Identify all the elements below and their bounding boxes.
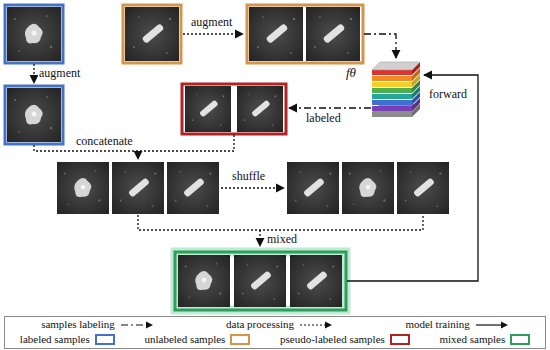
legend-text: pseudo-labeled samples: [280, 333, 385, 345]
layer: [372, 62, 420, 70]
merge-line: [138, 215, 423, 230]
legend-text: mixed samples: [439, 333, 505, 345]
unlabeled-frame: [123, 5, 181, 63]
sample-image: [342, 162, 394, 214]
sample-image: [178, 255, 230, 307]
sample-image: [397, 162, 449, 214]
sample-image: [7, 88, 61, 142]
legend-row: labeled samples unlabeled samples pseudo-l…: [5, 332, 545, 347]
sample-image: [290, 255, 342, 307]
model-label: fθ: [346, 66, 356, 80]
legend-text: data processing: [226, 318, 294, 330]
legend-swatch: [95, 334, 115, 345]
merge-line: [34, 135, 234, 151]
legend-line: [121, 324, 147, 325]
sample-image: [167, 162, 219, 214]
flow-label: forward: [428, 88, 468, 101]
layer: [372, 94, 412, 99]
flow-label: augment: [190, 16, 233, 29]
labeling-arrow: [364, 34, 396, 58]
labeled-frame: [5, 86, 63, 144]
sample-image: [306, 7, 360, 61]
legend-item: unlabeled samples: [144, 333, 250, 345]
legend-arrowhead: [146, 321, 153, 328]
legend-item: samples labeling: [41, 318, 154, 330]
flow-label: mixed: [266, 233, 298, 246]
legend-line: [476, 324, 502, 325]
sample-image: [287, 162, 339, 214]
legend-arrowhead: [501, 321, 508, 328]
layer: [372, 82, 412, 87]
flow-label: labeled: [305, 112, 342, 125]
process-arrow: [137, 151, 138, 159]
legend-text: samples labeling: [41, 318, 115, 330]
process-arrow: [33, 64, 34, 83]
flow-label: shuffle: [231, 170, 266, 183]
labeled-frame: [5, 5, 63, 63]
legend-item: model training: [405, 318, 508, 330]
pseudo-labeled-frame: [182, 84, 286, 134]
legend-item: data processing: [226, 318, 333, 330]
flow-label: concatenate: [75, 135, 134, 148]
process-arrow: [221, 187, 284, 188]
legend-line-sample: [299, 320, 333, 330]
legend-item: labeled samples: [20, 333, 115, 345]
sample-image: [185, 86, 231, 132]
unlabeled-frame: [247, 5, 363, 63]
labeling-arrow: [289, 107, 371, 108]
mixed-frame: [175, 252, 346, 310]
sample-image: [125, 7, 179, 61]
flow-label: augment: [38, 67, 81, 80]
legend-line-sample: [475, 320, 509, 330]
process-arrow: [259, 230, 260, 246]
mixed-halo: [175, 252, 346, 310]
legend-text: unlabeled samples: [144, 333, 225, 345]
legend-swatch: [390, 334, 410, 345]
legend-line: [300, 324, 326, 325]
legend-swatch: [510, 334, 530, 345]
sample-image: [234, 255, 286, 307]
process-arrow: [183, 33, 243, 34]
sample-image: [112, 162, 164, 214]
sample-image: [249, 7, 303, 61]
layer: [372, 100, 412, 105]
layer: [372, 106, 412, 111]
layer: [372, 112, 412, 117]
legend-swatch: [230, 334, 250, 345]
legend-arrowhead: [325, 321, 332, 328]
legend-item: mixed samples: [439, 333, 530, 345]
legend-text: labeled samples: [20, 333, 90, 345]
layer: [372, 76, 412, 81]
legend-row: samples labeling data processing model tra…: [5, 317, 545, 332]
layer: [372, 70, 412, 75]
layer: [372, 88, 412, 93]
sample-image: [57, 162, 109, 214]
training-arrow: [347, 75, 478, 281]
model-stack: [372, 62, 420, 117]
legend-item: pseudo-labeled samples: [280, 333, 410, 345]
model-node: fθ: [372, 62, 420, 117]
legend-box: samples labeling data processing model tra…: [4, 316, 546, 349]
sample-image: [237, 86, 283, 132]
legend-line-sample: [120, 320, 154, 330]
legend-text: model training: [405, 318, 469, 330]
sample-image: [7, 7, 61, 61]
